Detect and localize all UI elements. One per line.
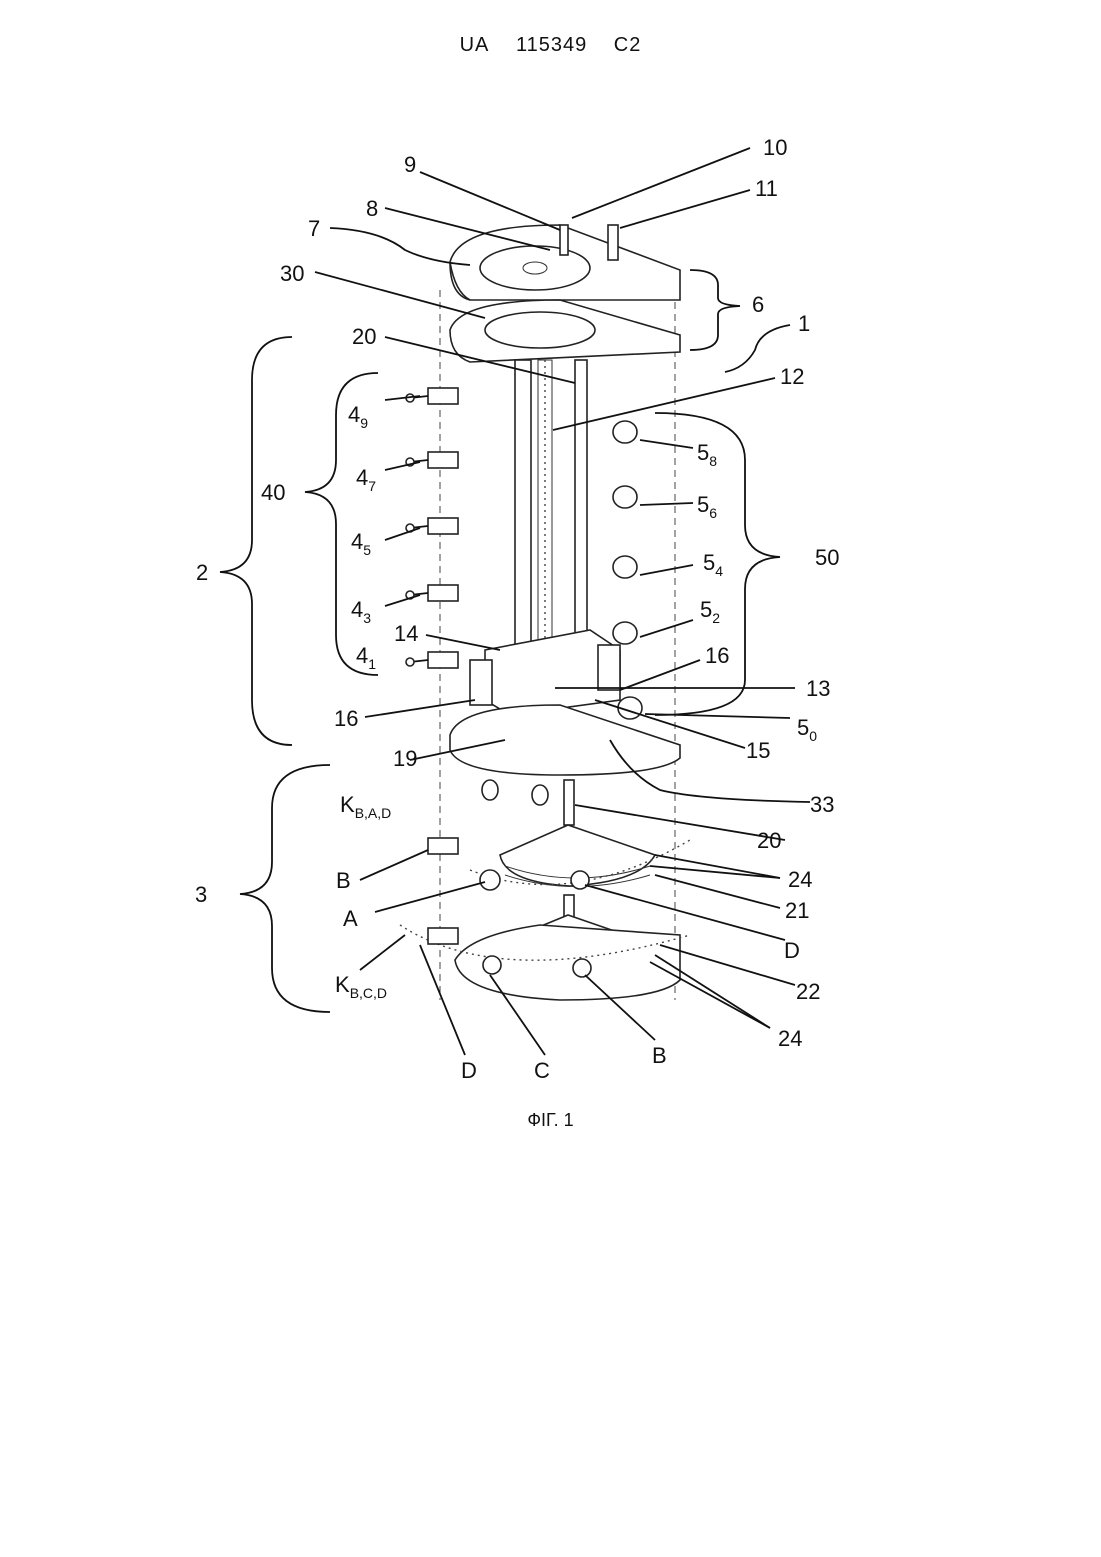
label-10: 10 (763, 135, 787, 160)
label-C: C (534, 1058, 550, 1083)
label-B-left: B (336, 868, 351, 893)
label-k-bcd: KB,C,D (335, 972, 387, 1001)
label-4-9: 49 (348, 402, 368, 431)
gear-wheel (485, 312, 595, 348)
label-7: 7 (308, 216, 320, 241)
label-4-5: 45 (351, 529, 371, 558)
carriage (470, 630, 620, 715)
vertical-shaft (515, 360, 587, 660)
label-20-top: 20 (352, 324, 376, 349)
label-D-bottom: D (461, 1058, 477, 1083)
label-5-4: 54 (703, 550, 723, 579)
label-16-left: 16 (334, 706, 358, 731)
label-11: 11 (755, 176, 778, 201)
figure-caption: ФІГ. 1 (0, 1110, 1101, 1131)
label-24-upper: 24 (788, 867, 812, 892)
label-6: 6 (752, 292, 764, 317)
label-5-6: 56 (697, 492, 717, 521)
label-19: 19 (393, 746, 417, 771)
label-A: A (343, 906, 358, 931)
label-D-right: D (784, 938, 800, 963)
label-16-right: 16 (705, 643, 729, 668)
braces (220, 270, 780, 1012)
label-50: 50 (815, 545, 839, 570)
label-22: 22 (796, 979, 820, 1004)
label-12: 12 (780, 364, 804, 389)
label-5-0: 50 (797, 715, 817, 744)
label-4-3: 43 (351, 597, 371, 626)
label-14: 14 (394, 621, 418, 646)
label-4-7: 47 (356, 465, 376, 494)
label-20-bottom: 20 (757, 828, 781, 853)
selector-unit (400, 780, 690, 1000)
label-40: 40 (261, 480, 285, 505)
label-k-bad: KB,A,D (340, 792, 391, 821)
label-8: 8 (366, 196, 378, 221)
label-15: 15 (746, 738, 770, 763)
top-drive-unit (450, 225, 680, 362)
label-1: 1 (798, 311, 810, 336)
label-B-bottom: B (652, 1043, 667, 1068)
star-wheel (480, 246, 590, 290)
label-33: 33 (810, 792, 834, 817)
label-30: 30 (280, 261, 304, 286)
label-9: 9 (404, 152, 416, 177)
label-13: 13 (806, 676, 830, 701)
label-4-1: 41 (356, 643, 376, 672)
label-5-2: 52 (700, 597, 720, 626)
label-5-8: 58 (697, 440, 717, 469)
label-3: 3 (195, 882, 207, 907)
label-21: 21 (785, 898, 809, 923)
label-2: 2 (196, 560, 208, 585)
label-24-lower: 24 (778, 1026, 802, 1051)
